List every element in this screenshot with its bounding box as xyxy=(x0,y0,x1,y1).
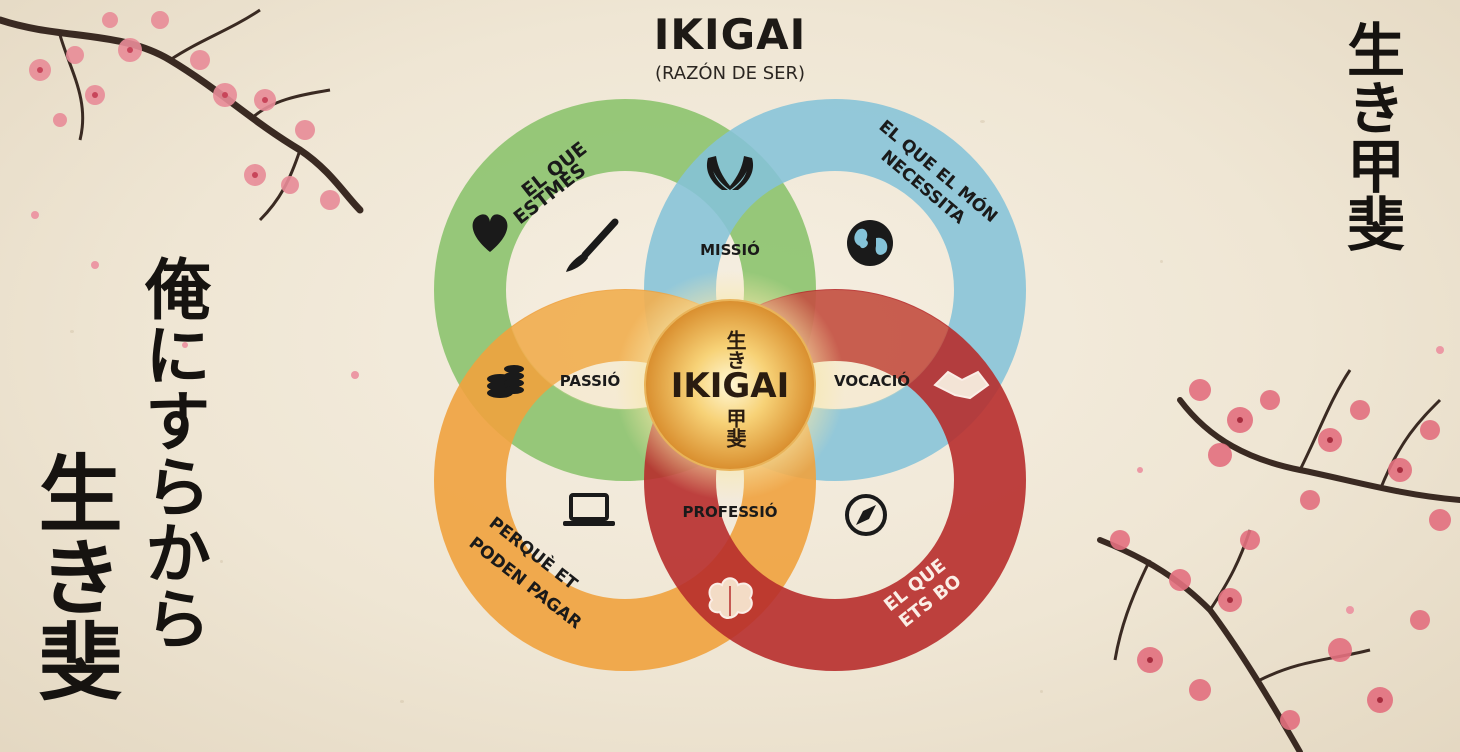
passion-label: PASSIÓ xyxy=(560,371,621,390)
cherry-blossom-branch xyxy=(0,8,364,379)
page-title: IKIGAI xyxy=(653,10,807,59)
hands-icon xyxy=(706,156,754,190)
mission-label: MISSIÓ xyxy=(700,240,760,259)
profession-label: PROFESSIÓ xyxy=(682,502,777,521)
center-label: IKIGAI xyxy=(671,366,790,406)
cherry-blossom-branch xyxy=(1097,346,1460,752)
center-kanji-top: 生き xyxy=(723,330,747,370)
calligraphy-left-b: 生き斐 xyxy=(25,450,124,702)
calligraphy-right: 生き甲斐 xyxy=(1337,20,1405,252)
handshake-icon xyxy=(933,370,990,400)
page-subtitle: (RAZÓN DE SER) xyxy=(654,63,806,84)
globe-icon xyxy=(847,220,893,266)
center-kanji-bottom: 甲斐 xyxy=(723,408,747,449)
vocation-label: VOCACIÓ xyxy=(834,371,910,390)
ikigai-core xyxy=(644,299,816,471)
heart-icon xyxy=(472,214,508,252)
compass-icon xyxy=(845,494,887,536)
laptop-icon xyxy=(563,493,615,526)
coins-icon xyxy=(487,365,524,398)
calligraphy-left-a: 俺にすらから xyxy=(134,255,212,651)
brush-icon xyxy=(566,218,619,272)
brain-icon xyxy=(708,577,753,619)
